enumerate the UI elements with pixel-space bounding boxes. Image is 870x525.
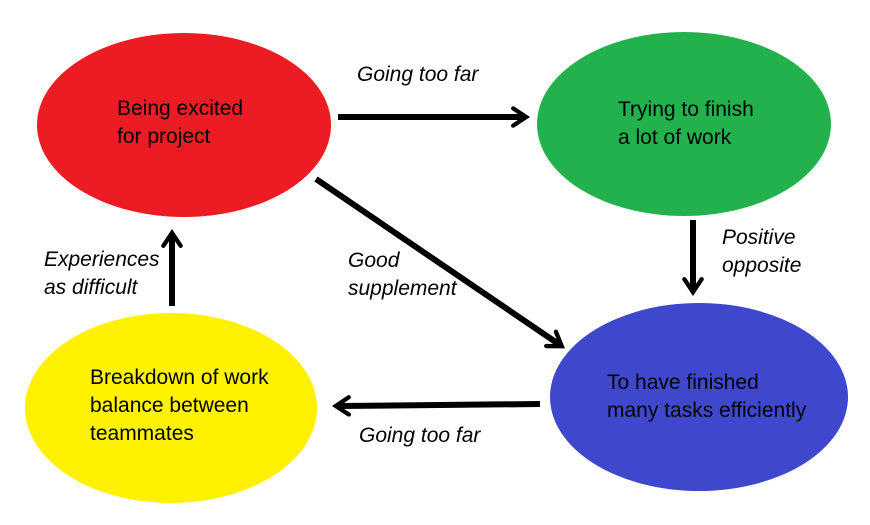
node-breakdown-label: Breakdown of work balance between teamma… (90, 364, 269, 448)
edge-label-good-supplement-line1: Good (348, 249, 400, 272)
node-breakdown-ellipse (25, 313, 317, 503)
arrow-red-to-blue (314, 176, 566, 349)
edge-label-experiences-line1: Experiences (44, 248, 160, 271)
node-finished-tasks-line2: many tasks efficiently (607, 399, 807, 422)
node-finished-tasks-ellipse (550, 303, 848, 491)
edge-label-experiences-line2: as difficult (44, 276, 138, 299)
node-breakdown-line1: Breakdown of work (90, 366, 269, 389)
node-trying-to-finish-label: Trying to finish a lot of work (618, 96, 754, 152)
node-being-excited-ellipse (37, 33, 331, 217)
edge-label-good-supplement: Good supplement (348, 247, 457, 303)
arrow-blue-to-yellow (331, 395, 541, 417)
node-being-excited-line1: Being excited (117, 97, 244, 120)
edge-label-going-too-far-top: Going too far (357, 63, 479, 86)
edge-label-positive-opposite-line2: opposite (722, 254, 802, 277)
node-being-excited-label: Being excited for project (117, 95, 243, 151)
edge-label-positive-opposite-line1: Positive (722, 226, 796, 249)
edge-label-good-supplement-line2: supplement (348, 277, 457, 300)
edge-label-experiences-as-difficult: Experiences as difficult (44, 246, 160, 302)
node-trying-to-finish-line1: Trying to finish (618, 98, 754, 121)
node-breakdown-line3: teammates (90, 422, 194, 445)
edge-label-going-too-far-bottom: Going too far (359, 424, 481, 447)
edge-label-positive-opposite: Positive opposite (722, 224, 801, 280)
node-trying-to-finish-line2: a lot of work (618, 126, 732, 149)
node-breakdown-line2: balance between (90, 394, 249, 417)
node-finished-tasks-line1: To have finished (607, 371, 759, 394)
node-finished-tasks-label: To have finished many tasks efficiently (607, 369, 806, 425)
node-trying-to-finish-ellipse (537, 32, 831, 216)
node-being-excited-line2: for project (117, 125, 211, 148)
